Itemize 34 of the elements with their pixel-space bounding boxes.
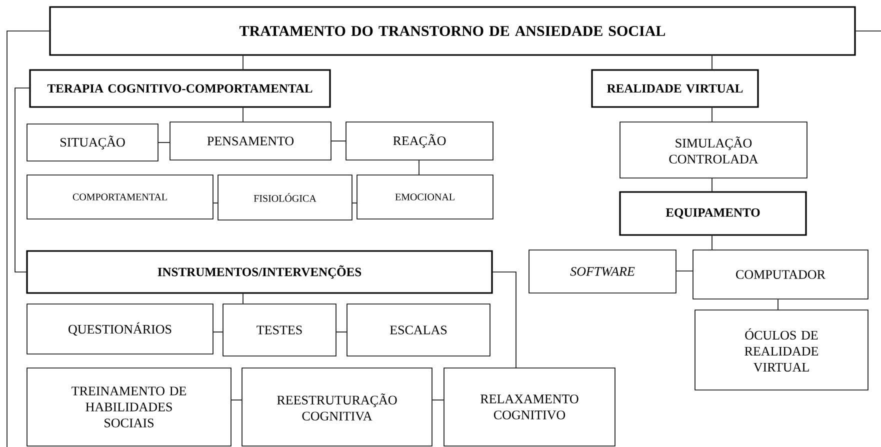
concept-box: QUESTIONÁRIOS [26,304,214,354]
connector-line [14,88,30,272]
concept-box: FISIOLÓGICA [218,174,352,220]
concept-box: REESTRUTURAÇÃO COGNITIVA [242,368,432,446]
connector-line [158,142,170,143]
concept-box: SITUAÇÃO [26,124,158,162]
concept-box: RELAXAMENTO COGNITIVO [444,368,616,446]
connector-line [418,160,420,175]
title-box: TRATAMENTO DO TRANSTORNO DE ANSIEDADE SOCIAL [49,6,856,56]
concept-box: PENSAMENTO [170,122,332,160]
heading-box: REALIDADE VIRTUAL [591,69,759,108]
concept-box: SOFTWARE [528,250,676,294]
concept-box: SIMULAÇÃO CONTROLADA [620,122,808,178]
connector-line [242,293,244,304]
heading-box: EQUIPAMENTO [619,191,807,236]
connector-line [855,30,881,32]
heading-box: INSTRUMENTOS/INTERVENÇÕES [26,250,493,294]
connector-line [492,272,516,368]
connector-line [213,202,218,204]
concept-box: ESCALAS [346,304,490,356]
concept-box: COMPORTAMENTAL [26,174,214,220]
heading-box: TERAPIA COGNITIVO-COMPORTAMENTAL [29,69,331,108]
concept-box: TREINAMENTO DE HABILIDADES SOCIAIS [26,368,232,446]
connector-line [676,270,693,272]
concept-box: EMOCIONAL [356,174,494,220]
concept-box: TESTES [222,304,336,356]
connector-line [242,107,244,122]
connector-line [242,55,244,70]
connector-line [352,202,357,204]
connector-line [6,30,50,447]
concept-box: COMPUTADOR [692,250,868,300]
concept-box: REAÇÃO [346,122,494,160]
concept-box: ÓCULOS DE REALIDADE VIRTUAL [694,310,868,390]
connector-line [331,140,346,142]
